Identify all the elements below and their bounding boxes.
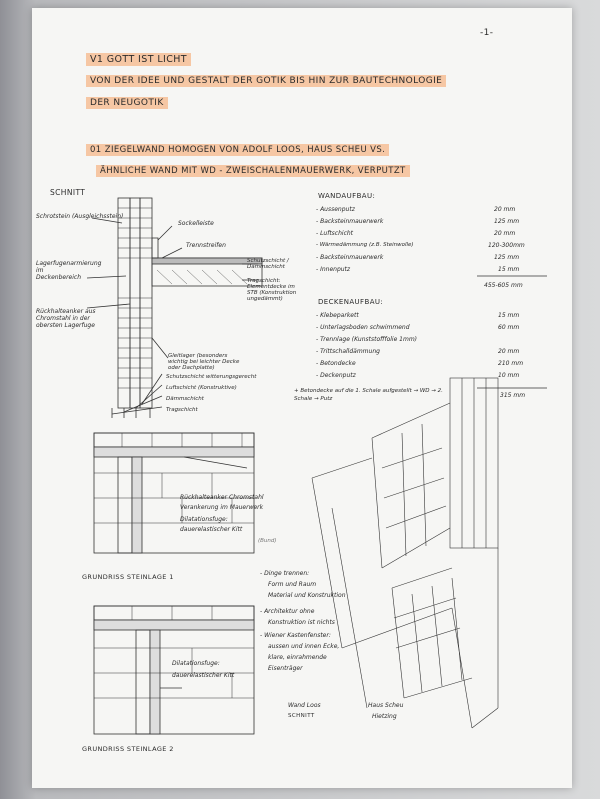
section-label: SCHNITT <box>50 188 86 197</box>
heading-line-1: V1 GOTT IST LICHT <box>86 53 191 66</box>
caption-right-1: Haus Scheu <box>368 702 404 709</box>
label-schrotstein: Schrotstein (Ausgleichsstein) <box>36 213 124 220</box>
subheading-line-1: 01 ZIEGELWAND HOMOGEN VON ADOLF LOOS, HA… <box>86 144 390 156</box>
anchor-note-3: Dilatationsfuge: <box>180 516 228 523</box>
anchor-note-4: dauerelastischer Kitt <box>180 526 243 533</box>
caption-right-2: Hietzing <box>372 713 397 720</box>
anchor-note-1: Rückhalteanker Chromstahl <box>180 494 264 501</box>
wall-row: - Wärmedämmung (z.B. Steinwolle)120-300m… <box>316 242 525 249</box>
sketch-drawings <box>86 197 547 735</box>
label-trennstreifen: Trennstreifen <box>186 242 226 249</box>
bullet-line: Form und Raum <box>268 581 317 588</box>
anchor-note-5: (Bund) <box>258 538 277 544</box>
wall-inner-leaf <box>117 197 131 409</box>
wall-buildup-title: WANDAUFBAU: <box>318 192 376 200</box>
anchor-note-2: Verankerung im Mauerwerk <box>180 504 264 511</box>
heading-line-3: DER NEUGOTIK <box>86 97 168 109</box>
bullet-line: - Dinge trennen: <box>260 570 310 577</box>
plan1-label: GRUNDRISS STEINLAGE 1 <box>82 573 174 581</box>
caption-left-2: SCHNITT <box>288 713 315 719</box>
wall-buildup-total: 455-605 mm <box>484 282 523 289</box>
label-rueckhalteanker: Rückhalteanker aus Chromstahl in der obe… <box>36 308 96 330</box>
label-bottom-3: Dämmschicht <box>166 396 204 402</box>
label-tragschicht-decke: Tragschicht: Elementdecke im STB (Konstr… <box>247 278 297 302</box>
perspective-sketch <box>311 377 499 729</box>
ceiling-note: + Betondecke auf die 1. Schale aufgestel… <box>294 388 443 402</box>
plan2-note-2: dauerelastischer Kitt <box>172 672 235 679</box>
ceiling-row: - Trennlage (Kunststofffolie 1mm) <box>316 336 418 343</box>
bullet-line: - Wiener Kastenfenster: <box>260 632 331 639</box>
plan2-note-1: Dilatationsfuge: <box>172 660 220 667</box>
bullet-line: Material und Konstruktion <box>268 592 346 599</box>
bullet-line: Konstruktion ist nichts <box>268 619 335 626</box>
label-sockelleiste: Sockelleiste <box>178 220 214 227</box>
skirting <box>151 237 159 259</box>
plan2-label: GRUNDRISS STEINLAGE 2 <box>82 745 174 753</box>
paper-sheet: -1- V1 GOTT IST LICHT VON DER IDEE UND G… <box>32 8 572 788</box>
bullet-line: - Architektur ohne <box>260 608 315 615</box>
label-bottom-4: Tragschicht <box>166 407 198 413</box>
caption-left-1: Wand Loos <box>288 702 321 709</box>
wall-outer-leaf <box>139 197 153 409</box>
label-bottom-2: Luftschicht (Konstruktive) <box>166 385 237 391</box>
label-lagerfugen: Lagerfugenarmierung im Deckenbereich <box>36 260 102 282</box>
heading-line-2: VON DER IDEE UND GESTALT DER GOTIK BIS H… <box>86 75 447 87</box>
label-gleitlager: Gleitlager (besonders wichtig bei leicht… <box>168 353 240 371</box>
label-schutzschicht: Schutzschicht / Dämmschicht <box>247 258 289 270</box>
bullet-line: klare, einrahmende <box>268 654 327 661</box>
bullet-line: aussen und innen Ecke, <box>268 643 340 650</box>
wall-insulation <box>129 197 141 409</box>
ceiling-buildup-total: 315 mm <box>500 392 526 399</box>
ceiling-buildup-title: DECKENAUFBAU: <box>318 298 384 306</box>
bullet-line: Eisenträger <box>268 665 303 672</box>
subheading-line-2: ÄHNLICHE WAND MIT WD - ZWEISCHALENMAUERW… <box>96 165 410 177</box>
label-bottom-1: Schutzschicht witterungsgerecht <box>166 374 257 380</box>
page-number: -1- <box>480 28 494 38</box>
